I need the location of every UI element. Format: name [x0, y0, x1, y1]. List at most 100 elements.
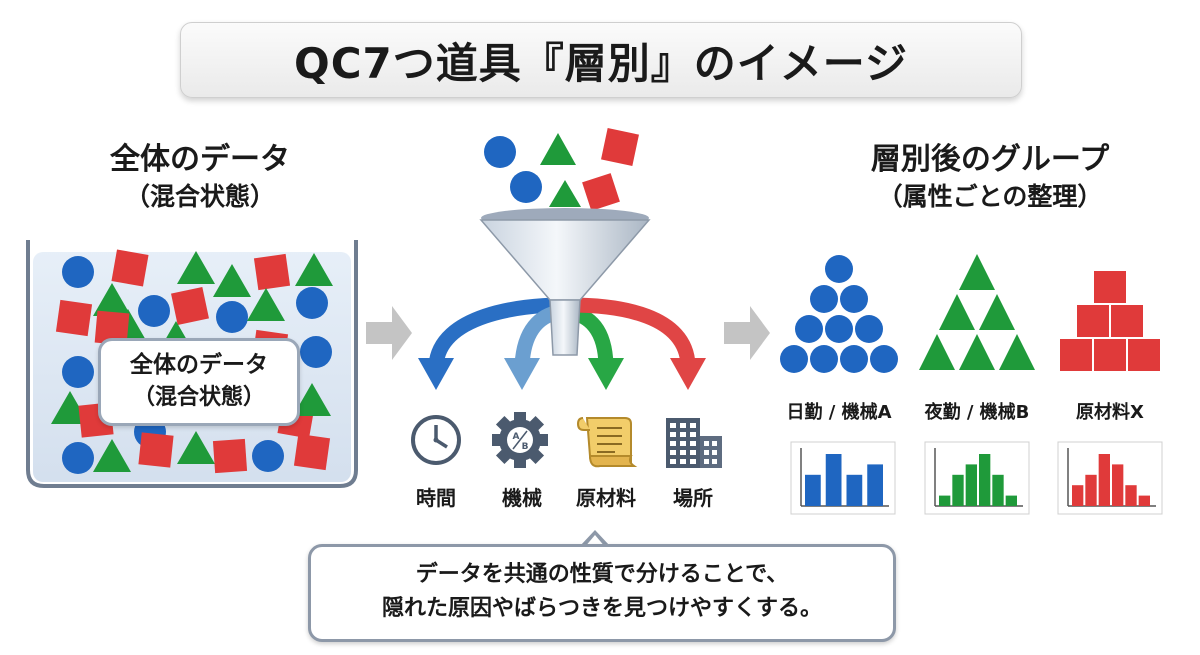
- building-window: [670, 423, 676, 428]
- group-label-night-shift: 夜勤 / 機械B: [924, 402, 1030, 423]
- mixed-triangle: [295, 253, 333, 286]
- mixed-triangle: [293, 383, 331, 416]
- group-triangle: [979, 294, 1015, 330]
- mixed-circle: [216, 301, 248, 333]
- stratified-heading-line2: （属性ごとの整理）: [877, 182, 1103, 211]
- mixed-circle: [300, 336, 332, 368]
- histogram-bar: [1098, 454, 1110, 506]
- mixed-data-label-line1: 全体のデータ: [130, 352, 268, 378]
- histogram-bar: [1072, 485, 1084, 506]
- group-circle: [825, 255, 853, 283]
- mixed-data-heading: 全体のデータ （混合状態）: [40, 140, 360, 214]
- building-window: [680, 441, 686, 446]
- histogram-bar: [867, 464, 883, 506]
- falling-triangle: [540, 133, 576, 165]
- mixed-square: [171, 287, 209, 325]
- mixed-triangle: [213, 264, 251, 297]
- mixed-square: [138, 432, 174, 468]
- histogram-bar: [846, 474, 863, 506]
- flow-arrow-left: [366, 306, 412, 360]
- mixed-square: [55, 299, 93, 337]
- histogram-bar: [965, 464, 977, 506]
- histogram-bar: [1085, 474, 1097, 506]
- building-window: [704, 441, 709, 446]
- mixed-circle: [138, 295, 170, 327]
- group-circle: [780, 345, 808, 373]
- building-window: [690, 441, 696, 446]
- group-square: [1128, 339, 1160, 371]
- building-window: [712, 450, 717, 455]
- building-window: [680, 459, 686, 464]
- stratified-groups: [780, 254, 1160, 373]
- histogram-bar: [939, 495, 951, 506]
- title-banner: QC7つ道具『層別』のイメージ: [180, 22, 1022, 98]
- arrow-place-head: [670, 358, 706, 390]
- group-triangle: [959, 334, 995, 370]
- histogram-bar: [1112, 464, 1124, 506]
- group-square: [1094, 339, 1126, 371]
- group-triangle: [919, 334, 955, 370]
- building-window: [712, 441, 717, 446]
- building-window: [704, 450, 709, 455]
- arrow-material-head: [588, 358, 624, 390]
- group-square: [1060, 339, 1092, 371]
- building-window: [704, 459, 709, 464]
- arrow-time: [428, 297, 563, 367]
- mixed-data-label: 全体のデータ （混合状態）: [98, 338, 300, 426]
- mixed-triangle: [93, 283, 131, 316]
- building-window: [680, 432, 686, 437]
- mixed-triangle: [177, 251, 215, 284]
- mixed-square: [253, 253, 291, 291]
- arrow-machine-head: [504, 358, 540, 390]
- falling-shapes: [484, 128, 639, 211]
- group-triangle: [999, 334, 1035, 370]
- category-label-place: 場所: [673, 486, 713, 510]
- group-circle: [810, 345, 838, 373]
- mixed-triangle: [247, 288, 285, 321]
- gear-icon: AB: [492, 412, 548, 468]
- falling-circle: [484, 136, 516, 168]
- gear-letter-b: B: [522, 442, 529, 452]
- building-window: [690, 423, 696, 428]
- group-label-day-shift: 日勤 / 機械A: [786, 402, 892, 423]
- building-window: [690, 432, 696, 437]
- group-circle: [840, 345, 868, 373]
- mixed-data-heading-line1: 全体のデータ: [110, 142, 290, 177]
- clock-icon: [411, 415, 461, 465]
- building-window: [670, 432, 676, 437]
- group-square: [1077, 305, 1109, 337]
- building-window: [670, 459, 676, 464]
- histogram-bar: [805, 474, 821, 506]
- building-windows: [670, 423, 717, 464]
- mixed-data-label-line2: （混合状態）: [132, 385, 265, 410]
- scroll-icon: [576, 417, 638, 468]
- mixed-circle: [62, 256, 94, 288]
- falling-triangle: [549, 180, 581, 207]
- group-circle: [840, 285, 868, 313]
- falling-square: [601, 128, 639, 166]
- building-window: [690, 459, 696, 464]
- group-circle: [795, 315, 823, 343]
- building-window: [680, 450, 686, 455]
- mixed-square: [293, 433, 331, 471]
- category-label-material: 原材料: [576, 486, 636, 510]
- flow-arrow-right: [724, 306, 770, 360]
- mixed-circle: [252, 440, 284, 472]
- group-histograms: [790, 441, 1163, 515]
- arrow-time-head: [418, 358, 454, 390]
- stratified-heading-line1: 層別後のグループ: [870, 142, 1110, 177]
- building-window: [670, 441, 676, 446]
- mixed-triangle: [93, 439, 131, 472]
- group-label-material-x: 原材料X: [1076, 402, 1144, 423]
- funnel-icon: [479, 208, 651, 356]
- histogram-bar: [952, 474, 964, 506]
- group-circle: [825, 315, 853, 343]
- group-triangle: [959, 254, 995, 290]
- callout-line1: データを共通の性質で分けることで、: [415, 562, 789, 587]
- mixed-square: [94, 310, 130, 346]
- mixed-triangle: [177, 431, 215, 464]
- mixed-circle: [62, 356, 94, 388]
- mixed-circle: [62, 442, 94, 474]
- mixed-data-heading-line2: （混合状態）: [124, 182, 275, 211]
- building-window: [670, 450, 676, 455]
